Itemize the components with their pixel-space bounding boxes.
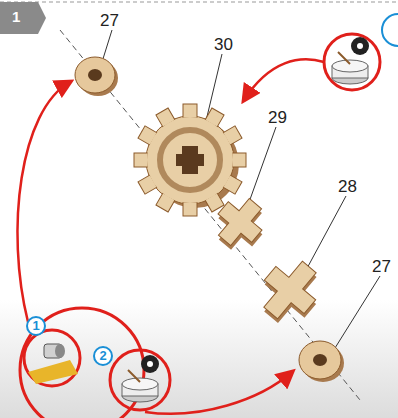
spacer-ring — [299, 341, 344, 382]
frame-line — [0, 2, 398, 3]
ground — [0, 300, 398, 418]
callout-circles — [20, 34, 380, 418]
cross-shaft — [206, 189, 275, 258]
gear — [134, 104, 246, 216]
cross-shaft — [249, 250, 332, 334]
step-number: 1 — [6, 6, 26, 27]
tape-icon — [28, 344, 78, 384]
info-circle — [382, 14, 398, 46]
spacer-ring — [75, 57, 118, 96]
step-badge — [0, 2, 46, 34]
leader-lines — [102, 30, 380, 348]
callout-number: 2 — [93, 346, 113, 366]
callout-number: 1 — [26, 316, 46, 336]
glue-icon — [332, 37, 369, 84]
part-number: 27 — [372, 258, 391, 275]
part-number: 27 — [100, 12, 119, 29]
part-number: 29 — [268, 109, 287, 126]
glue-icon — [122, 355, 159, 402]
part-number: 28 — [338, 178, 357, 195]
assembly-axis — [60, 30, 360, 400]
part-number: 30 — [214, 36, 233, 53]
red-arrows — [17, 59, 324, 413]
